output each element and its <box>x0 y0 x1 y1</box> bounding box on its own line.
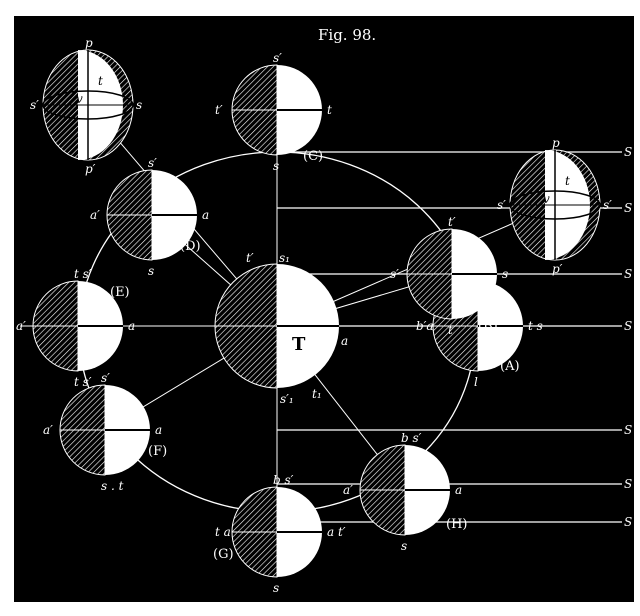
earth-position-h: (H) b s′ a′ a s <box>343 431 467 553</box>
globe-mark: v <box>543 192 550 206</box>
earth-position-c: (C) s′ t′ t s <box>215 51 332 173</box>
sun-label: S <box>624 515 632 529</box>
position-label: (E) <box>110 285 130 300</box>
mark-t1-prime: t′ <box>246 251 254 265</box>
sun-label: S <box>624 423 632 437</box>
position-mark: a <box>155 423 162 437</box>
position-mark: l <box>474 375 478 389</box>
figure-title: Fig. 98. <box>318 26 376 44</box>
position-label: (F) <box>148 444 167 459</box>
position-mark: t <box>448 323 453 337</box>
position-mark: t s <box>528 319 543 333</box>
globe-mark: s <box>136 98 142 112</box>
mark-t1: t₁ <box>312 387 322 401</box>
position-mark: b s′ <box>401 431 422 445</box>
position-mark: s′ <box>101 371 110 385</box>
sun-label: S <box>624 201 632 215</box>
sun-label: S <box>624 319 632 333</box>
position-label: (G) <box>213 547 234 562</box>
position-mark: t <box>327 103 332 117</box>
position-label: (B) <box>478 319 498 334</box>
globe-mark: p′ <box>85 162 96 176</box>
position-mark: t′ <box>448 215 456 229</box>
globe-mark: t <box>565 174 570 188</box>
detail-globe-upper-left: p s′ s p′ t v <box>30 36 142 176</box>
position-mark: s <box>148 264 154 278</box>
position-mark: s <box>273 581 279 595</box>
earth-position-d: (D) s′ a′ a s <box>90 156 209 278</box>
earth-position-e: (E) t s′ a′ a t s′ <box>16 267 135 389</box>
position-mark: t s′ <box>74 375 92 389</box>
globe-mark: v <box>76 92 83 106</box>
position-mark: t a <box>215 525 231 539</box>
globe-mark: s′ <box>497 198 506 212</box>
earth-position-g: (G) b s′ t a a t′ s <box>213 473 346 595</box>
position-mark: b s′ <box>273 473 294 487</box>
position-mark: s <box>401 539 407 553</box>
position-mark: t s′ <box>74 267 92 281</box>
earth-position-f: (F) s′ a′ a s . t <box>43 371 167 493</box>
position-mark: a <box>455 483 462 497</box>
detail-globe-right: p s′ s′ p′ t v <box>497 136 612 276</box>
sun-label: S <box>624 145 632 159</box>
position-mark: t′ <box>215 103 223 117</box>
position-mark: s . t <box>101 479 124 493</box>
position-mark: a′ <box>43 423 53 437</box>
position-mark: a t′ <box>327 525 346 539</box>
position-label: (C) <box>303 149 323 164</box>
position-mark: s′ <box>390 267 399 281</box>
globe-mark: p <box>85 36 93 50</box>
position-label: (D) <box>180 239 201 254</box>
position-mark: b′a <box>416 319 434 333</box>
sun-label: S <box>624 267 632 281</box>
globe-mark: s′ <box>30 98 39 112</box>
position-label: (A) <box>500 359 520 374</box>
center-label-T: T <box>292 334 306 355</box>
position-label: (H) <box>446 517 467 532</box>
mark-s1: s₁ <box>279 251 290 265</box>
earth-center-globe: T s₁ t′ s′₁ t₁ a <box>214 251 348 406</box>
position-mark: s <box>273 159 279 173</box>
position-mark: s <box>502 267 508 281</box>
position-mark: a <box>128 319 135 333</box>
mark-a: a <box>341 334 348 348</box>
globe-mark: t <box>98 74 103 88</box>
globe-mark: s′ <box>603 198 612 212</box>
sun-label: S <box>624 477 632 491</box>
position-mark: a′ <box>343 483 353 497</box>
earth-position-b: (B) t′ s′ s t <box>390 215 508 337</box>
position-mark: a′ <box>16 319 26 333</box>
mark-s1-prime: s′₁ <box>280 392 294 406</box>
position-mark: a <box>202 208 209 222</box>
position-mark: s′ <box>148 156 157 170</box>
globe-mark: p′ <box>552 262 563 276</box>
position-mark: s′ <box>273 51 282 65</box>
position-mark: a′ <box>90 208 100 222</box>
globe-mark: p <box>552 136 560 150</box>
